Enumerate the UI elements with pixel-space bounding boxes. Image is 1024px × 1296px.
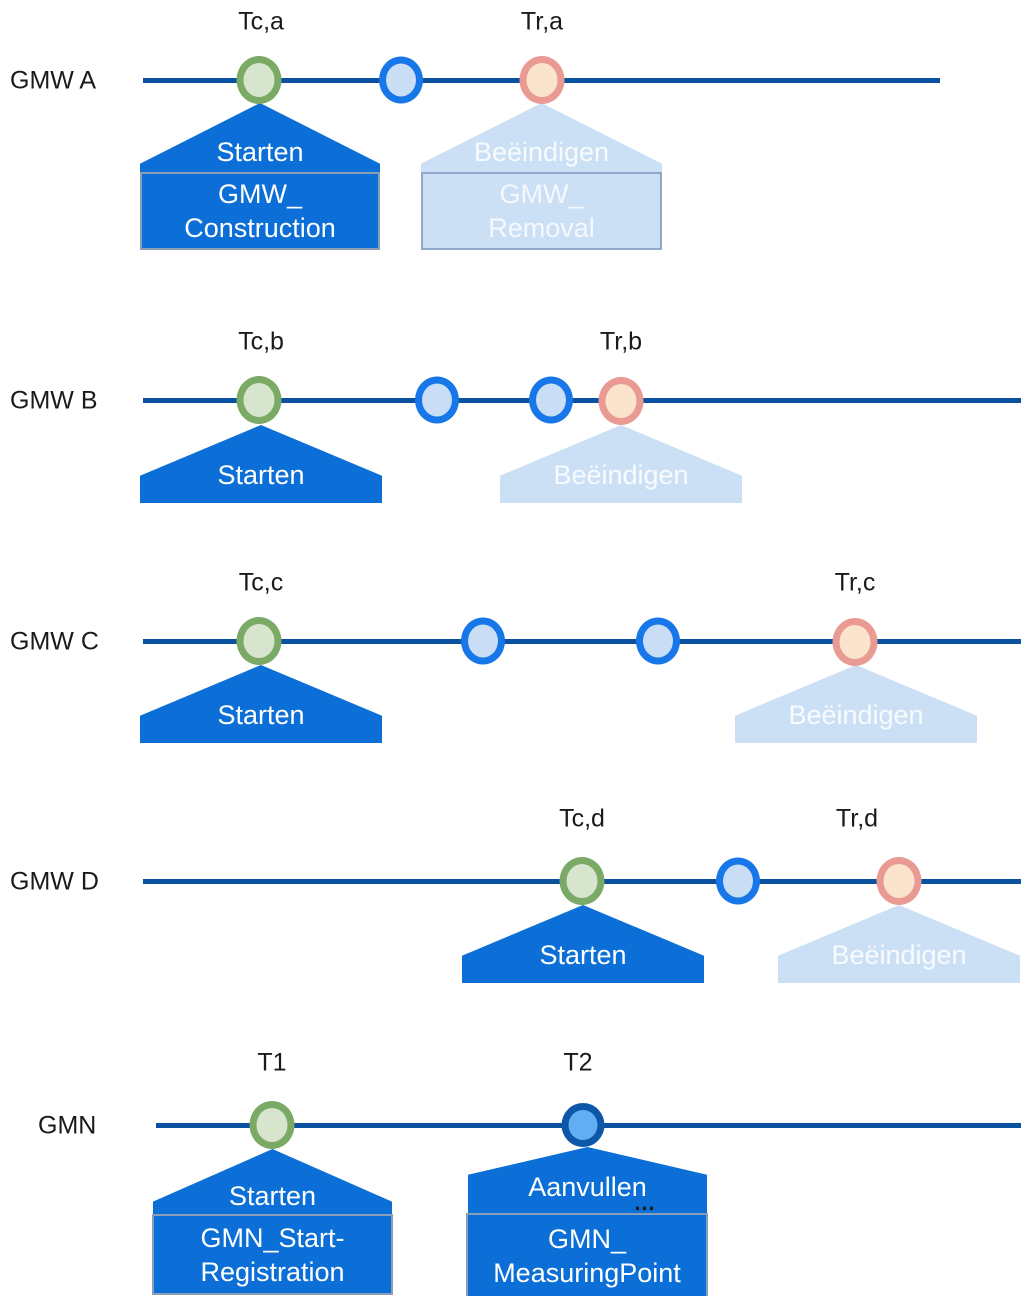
end-house-gmw-a: Beëindigen: [421, 103, 662, 172]
time-label-t2: T2: [563, 1048, 593, 1077]
row-label-gmw-c: GMW C: [10, 627, 99, 656]
intermediate-event-marker: [636, 617, 680, 665]
end-house-label: Beëindigen: [473, 137, 610, 167]
ellipsis-more-events: …: [633, 1190, 659, 1215]
time-label-tr-b: Tr,b: [599, 327, 643, 356]
end-event-marker: [876, 857, 922, 905]
end-house-gmw-b: Beëindigen: [500, 425, 742, 503]
doc-line: MeasuringPoint: [493, 1258, 681, 1288]
intermediate-event-marker: [415, 376, 459, 424]
start-house-gmw-b: Starten: [140, 425, 382, 503]
doc-gmw-removal: GMW_ Removal: [421, 172, 662, 250]
time-label-tc-c: Tc,c: [238, 568, 284, 597]
doc-line: GMN_Start-: [200, 1222, 345, 1253]
end-house-gmw-c: Beëindigen: [735, 665, 977, 743]
start-event-marker: [236, 617, 282, 665]
end-event-marker: [519, 56, 565, 104]
start-event-marker: [249, 1101, 295, 1149]
measuringpoint-event-marker: [561, 1103, 605, 1147]
doc-line: GMN_: [547, 1224, 626, 1254]
row-label-gmw-a: GMW A: [10, 66, 97, 95]
doc-line: Registration: [200, 1256, 345, 1287]
end-house-label: Beëindigen: [553, 460, 689, 490]
timeline-gmw-c: [143, 639, 1021, 644]
intermediate-event-marker: [379, 56, 423, 104]
start-house-label: Starten: [228, 1181, 317, 1211]
end-house-label: Beëindigen: [831, 940, 967, 970]
row-label-gmw-d: GMW D: [10, 867, 99, 896]
row-label-gmw-b: GMW B: [10, 386, 98, 415]
start-house-gmw-a: Starten: [140, 103, 380, 172]
intermediate-event-marker: [529, 376, 573, 424]
time-label-tr-d: Tr,d: [835, 804, 879, 833]
doc-line: Construction: [184, 213, 336, 243]
doc-line: GMW_: [218, 179, 302, 209]
doc-line: GMW_: [499, 179, 584, 209]
time-label-tc-b: Tc,b: [238, 327, 284, 356]
start-event-marker: [236, 56, 282, 104]
start-event-marker: [559, 857, 605, 905]
end-house-label: Beëindigen: [788, 700, 924, 730]
start-house-gmw-c: Starten: [140, 665, 382, 743]
time-label-tc-a: Tc,a: [238, 7, 284, 36]
doc-gmn-startregistration: GMN_Start- Registration: [152, 1214, 393, 1295]
start-event-marker: [236, 376, 282, 424]
aanvullen-house-gmn: Aanvullen: [468, 1147, 707, 1213]
doc-gmw-construction: GMW_ Construction: [140, 172, 380, 250]
timeline-gmw-b: [143, 398, 1021, 403]
time-label-t1: T1: [257, 1048, 287, 1077]
time-label-tr-a: Tr,a: [520, 7, 564, 36]
time-label-tc-d: Tc,d: [559, 804, 605, 833]
row-label-gmn: GMN: [38, 1111, 97, 1140]
start-house-label: Starten: [217, 700, 305, 730]
start-house-label: Starten: [216, 137, 304, 167]
end-event-marker: [598, 377, 644, 425]
start-house-label: Starten: [217, 460, 305, 490]
end-event-marker: [832, 618, 878, 666]
intermediate-event-marker: [716, 857, 760, 905]
intermediate-event-marker: [461, 617, 505, 665]
start-house-label: Starten: [539, 940, 627, 970]
doc-line: Removal: [488, 213, 595, 243]
doc-gmn-measuringpoint: GMN_ MeasuringPoint: [466, 1213, 708, 1296]
time-label-tr-c: Tr,c: [834, 568, 876, 597]
start-house-gmw-d: Starten: [462, 905, 704, 983]
end-house-gmw-d: Beëindigen: [778, 905, 1020, 983]
start-house-gmn: Starten: [153, 1149, 392, 1214]
aanvullen-house-label: Aanvullen: [528, 1172, 647, 1202]
